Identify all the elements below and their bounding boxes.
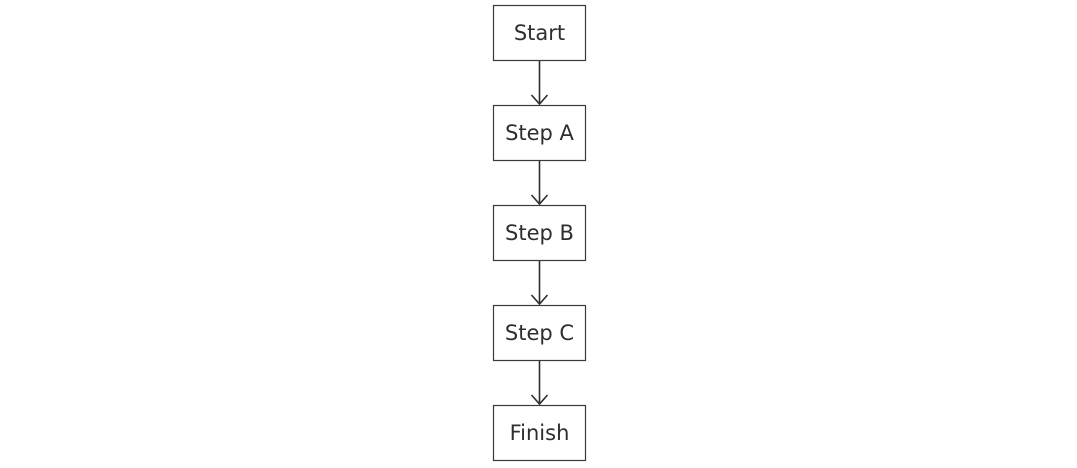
node-step-b-label: Step B [505, 221, 574, 245]
node-step-a: Step A [492, 104, 587, 162]
connector-step-b-to-step-c [530, 261, 549, 306]
node-step-c-box [492, 304, 587, 362]
node-step-c: Step C [492, 304, 587, 362]
node-step-c-label: Step C [505, 321, 574, 345]
node-start: Start [492, 4, 587, 62]
connector-start-to-step-a [530, 61, 549, 106]
connector-step-c-to-finish [530, 361, 549, 406]
node-finish-label: Finish [510, 421, 570, 445]
node-step-b: Step B [492, 204, 587, 262]
node-start-label: Start [514, 21, 565, 45]
node-step-a-box [492, 104, 587, 162]
node-step-a-label: Step A [505, 121, 574, 145]
node-finish: Finish [492, 404, 587, 462]
node-start-box [492, 4, 587, 62]
node-step-b-box [492, 204, 587, 262]
connector-step-a-to-step-b [530, 161, 549, 206]
node-finish-box [492, 404, 587, 462]
